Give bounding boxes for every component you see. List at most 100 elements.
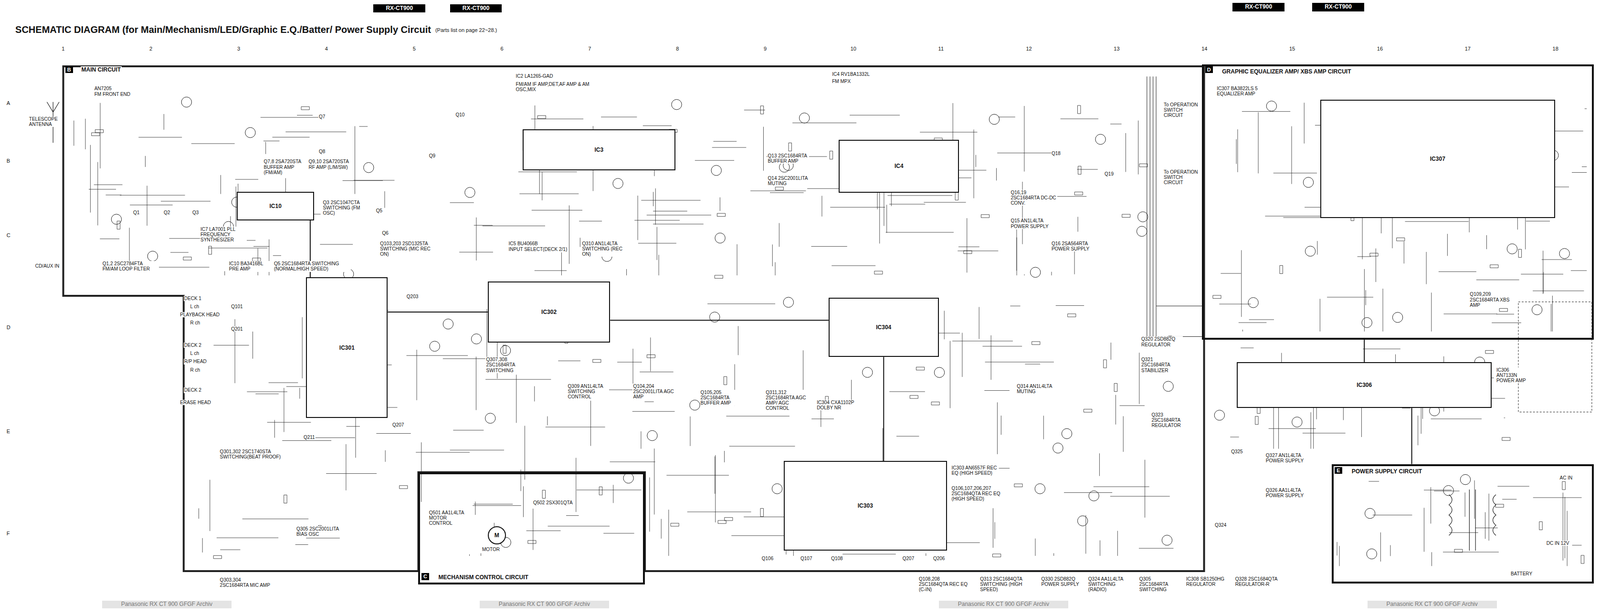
signal-connector [1411,408,1413,465]
part-label: Q8 [318,148,326,155]
part-label: Q326 AA1L4LTA POWER SUPPLY [1265,487,1308,499]
grid-index: 5 [412,45,417,52]
part-label: Q6 [381,230,390,236]
grid-index: 15 [1288,45,1296,52]
transistor-symbol [1136,226,1147,237]
part-label: BATTERY [1510,571,1533,577]
part-label: PLAYBACK HEAD [179,312,221,318]
resistor-symbol [1518,249,1522,258]
part-label: FM/AM IF AMP,DET,AF AMP & AM OSC,MIX [515,81,599,93]
transistor-symbol [181,96,192,107]
speaker-box [1518,302,1592,413]
grid-index: 17 [1464,45,1472,52]
box-text: MAIN CIRCUIT [80,66,123,74]
part-label: R ch [189,367,201,373]
ic-box: IC302 [487,281,611,343]
resistor-symbol [1074,191,1083,195]
section-badge: D [1205,66,1213,74]
section-badge: B [65,66,74,74]
resistor-symbol [1014,484,1023,487]
watermark: Panasonic RX CT 900 GFGF Archiv [102,600,232,609]
model-banner: RX-CT900 [373,4,426,13]
resistor-symbol [1495,504,1504,508]
part-label: Q19 [1104,171,1115,177]
part-label: AC IN [1558,475,1573,481]
transistor-symbol [1392,312,1403,323]
resistor-symbol [874,271,883,274]
part-label: DC IN 12V [1546,540,1570,547]
resistor-symbol [670,523,679,527]
part-label: Q324 AA1L4LTA SWITCHING (RADIO) [1087,576,1135,593]
resistor-symbol [775,187,784,190]
ic-box: IC301 [305,277,388,419]
part-label: R ch [189,320,201,326]
resistor-symbol [542,490,546,499]
box-text: MECHANISM CONTROL CIRCUIT [437,574,529,581]
grid-index: 4 [324,45,329,52]
transistor-symbol [1266,101,1277,112]
watermark: Panasonic RX CT 900 GFGF Archiv [938,600,1069,609]
part-label: Q323 2SC1684RTA REGULATOR [1150,412,1193,429]
grid-index: A [6,100,11,106]
resistor-symbol [788,142,792,151]
part-label: Q106 [761,556,774,562]
resistor-symbol [723,376,727,385]
transistor-symbol [647,430,658,441]
resistor-symbol [829,151,833,160]
signal-connector [883,357,885,462]
resistor-symbol [1539,521,1543,530]
transistor-symbol [1137,211,1148,222]
part-label: FM MPX [831,78,852,85]
resistor-symbol [1499,308,1508,312]
transistor-symbol [1531,305,1542,316]
resistor-symbol [537,115,546,119]
part-label: IC4 RV1BA1332L [831,71,871,77]
resistor-symbol [527,540,537,544]
transistor-symbol [363,162,374,173]
transistor-symbol [689,400,700,411]
signal-connector [1363,339,1365,363]
part-label: Q103,203 2SD1325TA SWITCHING (MIC REC ON… [379,241,437,258]
box-text: IC4 [893,162,905,170]
resistor-symbol [183,257,192,261]
main-circuit-region: MAIN CIRCUITIC3IC4IC10IC301IC302IC304IC3… [63,64,1205,572]
part-label: L ch [189,304,200,310]
resistor-symbol [1490,264,1499,268]
part-label: Q108 [830,556,843,562]
part-label: Q16 2SA564RTA POWER SUPPLY [1051,241,1098,252]
resistor-symbol [1084,409,1093,413]
resistor-symbol [717,520,727,524]
resistor-symbol [1279,265,1283,274]
resistor-symbol [1122,214,1131,218]
part-label: CD/AUX IN [34,263,61,269]
part-label: INPUT SELECT(DECK 2/1) [508,246,569,253]
transistor-symbol [1161,535,1172,546]
part-label: Q320 2SD882Q REGULATOR [1140,336,1183,348]
part-label: Q2 [163,210,171,216]
part-label: R/P HEAD [183,358,208,365]
box-text: GRAPHIC EQUALIZER AMP/ XBS AMP CIRCUIT [1221,68,1352,75]
transistor-symbol [245,127,256,138]
model-banner: RX-CT900 [450,4,503,13]
box-text: IC307 [1429,155,1447,163]
grid-index: F [6,530,11,537]
grid-index: 1 [61,45,65,52]
part-label: Q327 AN1L4LTA POWER SUPPLY [1265,452,1308,464]
part-label: TELESCOPE ANTENNA [28,116,57,127]
grid-index: 12 [1025,45,1032,52]
transistor-symbol [1364,508,1375,519]
part-label: Q305 2SC1684RTA SWITCHING [1138,576,1181,593]
transistor-symbol [471,334,482,345]
part-label: Q324 [1214,522,1227,528]
resistor-symbol [503,345,506,354]
ic-box: IC304 [828,297,939,358]
resistor-symbol [1103,359,1107,369]
transistor-symbol [1460,474,1471,485]
resistor-symbol [1580,555,1584,564]
resistor-symbol [1078,166,1082,175]
part-label: Q106,107,206,207 2SC1684QTA REC EQ (HIGH… [950,485,1003,503]
transistor-symbol [1077,515,1088,527]
box-text: IC3 [593,146,605,154]
part-label: Q14 2SC2001LITA MUTING [767,175,810,187]
transistor-symbol [1052,442,1064,453]
